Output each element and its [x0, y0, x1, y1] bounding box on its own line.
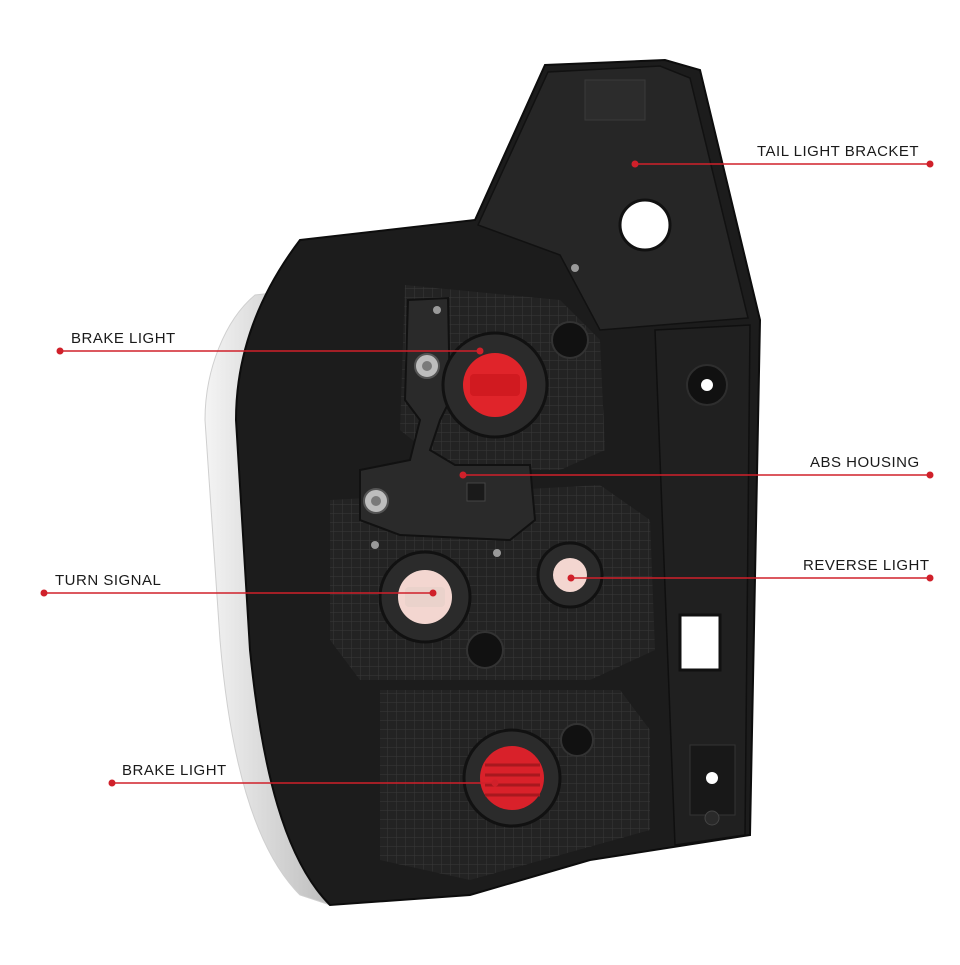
rail-window — [678, 613, 722, 672]
grommet — [551, 321, 589, 359]
grommet — [560, 723, 594, 757]
bracket-plate — [476, 65, 749, 331]
label-brake-light-bottom: BRAKE LIGHT — [122, 762, 227, 779]
callout-lines — [40, 160, 934, 787]
bracket-hole — [618, 198, 672, 252]
label-reverse-light: REVERSE LIGHT — [803, 557, 930, 574]
abs-bracket — [359, 296, 537, 542]
label-turn-signal: TURN SIGNAL — [55, 572, 162, 589]
grommet — [466, 631, 504, 669]
side-rail — [654, 324, 751, 846]
label-brake-light-top: BRAKE LIGHT — [71, 330, 176, 347]
label-tail-light-bracket: TAIL LIGHT BRACKET — [757, 143, 920, 160]
label-abs-housing: ABS HOUSING — [810, 454, 920, 471]
